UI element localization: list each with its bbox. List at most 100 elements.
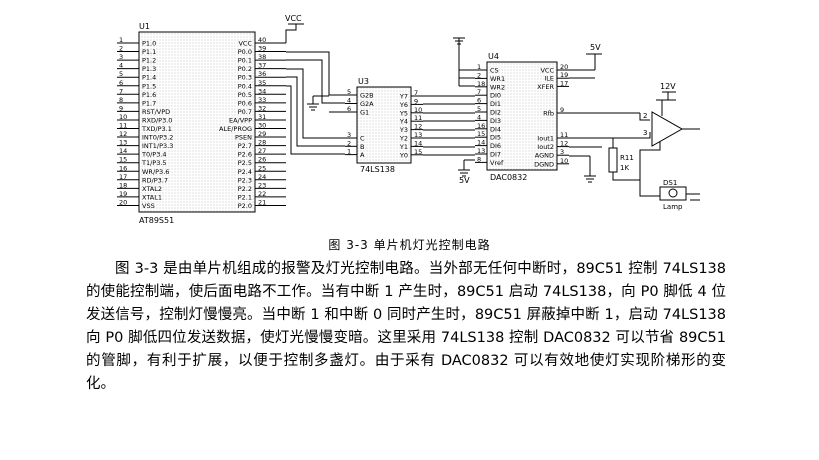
u1-pin-number: 5 <box>119 70 123 78</box>
u4-pin-number: 17 <box>560 79 568 87</box>
u1-pin-number: 20 <box>119 198 127 206</box>
figure-caption: 图 3-3 单片机灯光控制电路 <box>328 238 491 252</box>
u4-pin-name: Iout2 <box>537 143 554 151</box>
u3-pin-name: Y2 <box>399 135 408 143</box>
u1-pin-name: RST/VPD <box>142 108 170 116</box>
u1-pin-name: RD/P3.7 <box>142 176 168 184</box>
u1-pin-number: 6 <box>119 79 123 87</box>
u1-pin-number: 15 <box>119 156 127 164</box>
u1-pin-name: P1.4 <box>142 74 156 82</box>
u1-pin-number: 3 <box>119 53 123 61</box>
u4-pin-number: 2 <box>477 71 481 79</box>
u1-pin-number: 19 <box>119 190 127 198</box>
u1-pin-number: 25 <box>258 164 266 172</box>
u3-pin-number: 3 <box>347 131 351 139</box>
u1-pin-name: P2.2 <box>238 185 252 193</box>
u4-pin-number: 3 <box>560 148 564 156</box>
u1-pin-name: WR/P3.6 <box>142 168 169 176</box>
u3-pin-number: 11 <box>414 114 422 122</box>
u1-body <box>138 31 256 213</box>
u1-pin-number: 1 <box>119 36 123 44</box>
r11-ref: R11 <box>620 154 634 162</box>
u1-pin-number: 33 <box>258 96 266 104</box>
u3-pin-name: G2A <box>360 100 374 108</box>
paragraph: 图 3-3 是由单片机组成的报警及灯光控制电路。当外部无任何中断时，89C51 … <box>86 261 726 392</box>
u1-pin-name: P2.6 <box>238 151 252 159</box>
u1-pin-name: VSS <box>142 202 155 210</box>
opamp-pin-plus: 3 <box>643 129 647 137</box>
u1-pin-number: 18 <box>119 181 127 189</box>
u4-pin-number: 5 <box>477 105 481 113</box>
u1-pin-number: 36 <box>258 70 266 78</box>
u3-pin-number: 12 <box>414 123 422 131</box>
u1-pin-number: 32 <box>258 104 266 112</box>
vcc-wire <box>285 24 297 43</box>
u1-pin-number: 13 <box>119 139 127 147</box>
u1-pin-name: P1.6 <box>142 91 156 99</box>
u1-pin-name: P0.6 <box>238 99 252 107</box>
u1-pin-name: P1.0 <box>142 40 156 48</box>
u1-right-pins: 40VCC39P0.038P0.137P0.236P0.335P0.434P0.… <box>219 36 286 210</box>
u4-pin-name: DI7 <box>490 151 501 159</box>
u4-pin-name: Iout1 <box>537 135 554 143</box>
u1-pin-name: EA/VPP <box>229 116 252 124</box>
u4-pin-name: CS <box>490 67 499 75</box>
u3-pin-number: 15 <box>414 148 422 156</box>
u4-pin-number: 20 <box>560 63 568 71</box>
u4-pin-number: 11 <box>560 131 568 139</box>
u4-pin-number: 10 <box>560 157 568 165</box>
u4-pin-number: 4 <box>477 113 481 121</box>
u1-pin-name: P2.3 <box>238 176 252 184</box>
u1-pin-number: 2 <box>119 45 123 53</box>
u1-pin-number: 4 <box>119 62 123 70</box>
u1-pin-number: 28 <box>258 139 266 147</box>
u3-pin-number: 6 <box>347 105 351 113</box>
u1-pin-number: 23 <box>258 181 266 189</box>
power-5v-a: 5V <box>590 43 601 52</box>
u4-pin-number: 9 <box>560 106 564 114</box>
u1-pin-name: TXD/P3.1 <box>141 125 172 133</box>
u3-pin-name: B <box>360 143 364 151</box>
u1-pin-name: P2.5 <box>238 159 252 167</box>
u3-pin-name: G2B <box>360 92 374 100</box>
u1-pin-name: T1/P3.5 <box>141 159 167 167</box>
u4-pin-name: AGND <box>535 152 554 160</box>
u4-pin-number: 6 <box>477 97 481 105</box>
u1-pin-name: P1.7 <box>142 99 156 107</box>
u4-pin-name: DI3 <box>490 117 501 125</box>
u3-pin-name: Y5 <box>399 109 408 117</box>
u3-pin-number: 10 <box>414 106 422 114</box>
u3-pin-name: Y3 <box>399 126 408 134</box>
u4-pin-name: WR2 <box>490 83 505 91</box>
u4-pin-name: VCC <box>540 67 554 75</box>
u1-pin-name: ALE/PROG <box>219 125 252 133</box>
u1-pin-number: 39 <box>258 45 266 53</box>
u3-pin-name: G1 <box>360 109 369 117</box>
u1-pin-number: 9 <box>119 104 123 112</box>
u4-pin-number: 16 <box>477 122 485 130</box>
u4-pin-name: DI1 <box>490 100 501 108</box>
u3-body <box>356 86 412 164</box>
u1-pin-number: 29 <box>258 130 266 138</box>
u1-pin-name: P0.7 <box>238 108 252 116</box>
u4-pin-name: DI0 <box>490 92 501 100</box>
u1-pin-name: XTAL2 <box>142 185 162 193</box>
u1-pin-number: 22 <box>258 190 266 198</box>
u3-pin-number: 7 <box>414 89 418 97</box>
u3-pin-number: 4 <box>347 97 351 105</box>
u1-pin-name: P0.3 <box>238 74 252 82</box>
u4-pin-name: DI4 <box>490 125 501 133</box>
u1-pin-name: P1.2 <box>142 57 156 65</box>
u4-pin-number: 18 <box>477 80 485 88</box>
body-text: 图 3-3 是由单片机组成的报警及灯光控制电路。当外部无任何中断时，89C51 … <box>86 258 726 396</box>
power-5v-b: 5V <box>459 176 470 185</box>
u1-part: AT89S51 <box>139 216 174 225</box>
u3-pin-name: Y4 <box>399 118 408 126</box>
u4-pin-number: 13 <box>477 147 485 155</box>
u3-part: 74LS138 <box>360 165 395 174</box>
